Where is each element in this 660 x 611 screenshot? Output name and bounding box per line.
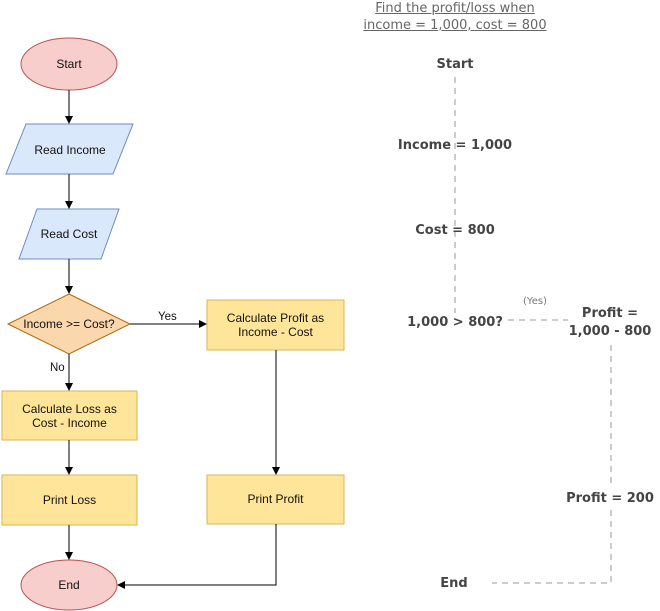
calc-profit-label: Calculate Profit as Income - Cost — [226, 311, 325, 339]
read-cost-io — [18, 208, 120, 260]
start-label: Start — [56, 57, 82, 71]
read-income-io — [5, 123, 134, 175]
print-loss-label: Print Loss — [42, 493, 97, 507]
trace-end: End — [440, 576, 468, 591]
trace-start: Start — [436, 57, 474, 72]
trace-profit-result: Profit = 200 — [566, 491, 654, 506]
yes-label: Yes — [158, 311, 177, 323]
trace-profit-line2: 1,000 - 800 — [568, 324, 652, 339]
trace-compare: 1,000 > 800? — [407, 315, 503, 330]
trace-profit-line1: Profit = — [581, 306, 639, 321]
trace-title: Find the profit/loss when income = 1,000… — [340, 0, 570, 34]
trace-cost: Cost = 800 — [415, 223, 495, 238]
print-profit-process — [206, 474, 345, 525]
trace-profit-formula: Profit = 1,000 - 800 — [560, 305, 660, 341]
connector-printprofit-end — [117, 524, 277, 589]
print-loss-process — [1, 474, 138, 526]
trace-income: Income = 1,000 — [397, 138, 513, 153]
trace-title-line1: Find the profit/loss when — [375, 1, 535, 16]
decision-label: Income >= Cost? — [23, 317, 115, 331]
trace-title-line2: income = 1,000, cost = 800 — [363, 18, 547, 33]
calc-loss-label: Calculate Loss as Cost - Income — [22, 401, 117, 430]
print-profit-label: Print Profit — [247, 492, 304, 506]
calc-profit-process — [206, 299, 345, 351]
read-cost-label: Read Cost — [40, 227, 98, 241]
end-label: End — [58, 578, 80, 592]
trace-yes-label: (Yes) — [523, 296, 547, 307]
trace-line-end — [492, 510, 612, 584]
calc-loss-process — [1, 390, 138, 441]
no-label: No — [50, 362, 65, 374]
read-income-label: Read Income — [34, 143, 106, 157]
